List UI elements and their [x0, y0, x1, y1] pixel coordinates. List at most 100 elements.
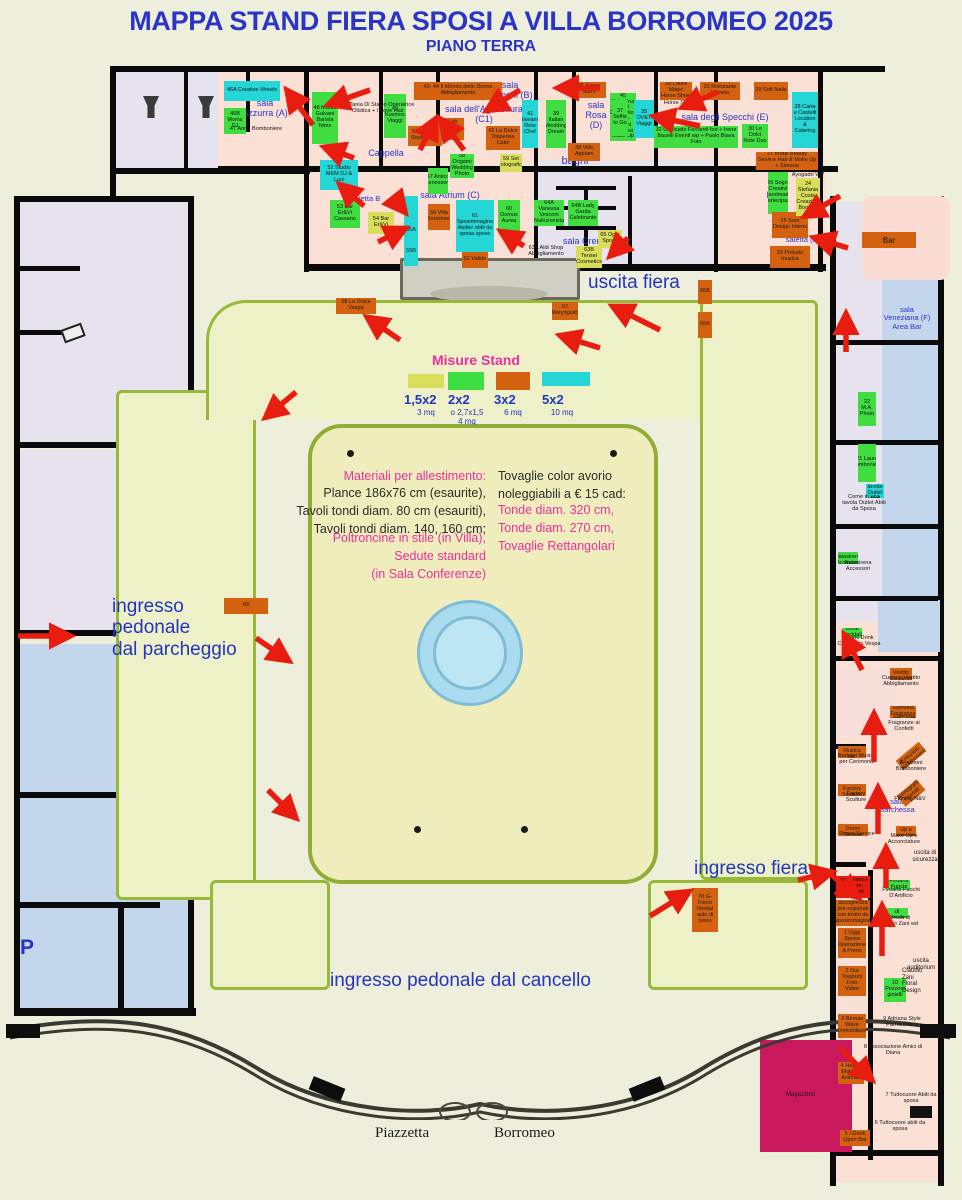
stand-16B-text: Factory Sculture: [845, 791, 867, 804]
stand-33[interactable]: 33 Laura Magic Horse Show: [660, 82, 692, 100]
stand-7: 7 Tuttocuore Abiti da sposa: [885, 1092, 937, 1105]
page-title: MAPPA STAND FIERA SPOSI A VILLA BORROMEO…: [129, 6, 833, 36]
stand-17[interactable]: 17 Roby Barbieri Musica per Cerimonie: [838, 746, 866, 758]
stand-46B[interactable]: 46B Moms DJ: [224, 108, 246, 134]
stand-36[interactable]: 36 Karen Nail's: [572, 82, 606, 98]
stand-3[interactable]: 3 Remax Wave Immobiliare: [838, 1014, 866, 1038]
stand-46A[interactable]: 46A Creative Woods: [224, 81, 280, 101]
stand-38[interactable]: 38 Villa Appiani: [568, 143, 600, 161]
wall-east-inner: [830, 196, 836, 1186]
swatch-label-3x2: 3x2: [494, 392, 516, 407]
stand-69[interactable]: 69: [224, 598, 268, 614]
stand-67[interactable]: 67 Marynguito: [552, 302, 578, 320]
stand-27[interactable]: 27 Bridal Beauty Service Hair & Make Up …: [756, 152, 818, 170]
stand-24[interactable]: 24 Stefania Costa Creazioni Bombo.: [796, 178, 820, 216]
stand-63B[interactable]: 63B Tensei Cosmetics: [576, 246, 602, 268]
stand-55B: 55B: [406, 248, 416, 254]
stand-55A[interactable]: 55A: [404, 196, 418, 266]
stand-2[interactable]: 2 Oui Toujours Foto Video: [838, 966, 866, 996]
swatch-3x2: [496, 372, 530, 390]
wall-vert-g: [714, 72, 718, 272]
room-label-sala-veneziana: sala Veneziana (F) Area Bar: [883, 305, 931, 331]
stand-37[interactable]: 37 Selfie to Go: [612, 100, 628, 136]
wall-east-d1: [836, 340, 938, 345]
stand-60[interactable]: 60 Domus Aurea: [498, 200, 520, 232]
room-label-cappella: Cappella: [368, 148, 404, 158]
stand-68[interactable]: 68 La Dolce Vespa: [336, 298, 376, 314]
lawn-west: [116, 390, 256, 900]
stand-48[interactable]: 48 Marco Galvani Barista Nims: [312, 92, 338, 144]
wall-top-north: [110, 66, 885, 72]
room-label-sala-azzurra: sala Azzurra (A): [242, 98, 288, 119]
stand-43-44[interactable]: 43- 44 Il Mondo delle Donne Abbigliament…: [414, 82, 502, 100]
wall-west-div3: [20, 266, 80, 271]
stand-1[interactable]: 1 Oggi Sposa Operazione A Premi: [838, 928, 866, 958]
stand-5[interactable]: 5 I-Drink Open Bar: [840, 1130, 870, 1146]
stand-44[interactable]: 44 Lab Travel Viaggi: [434, 118, 464, 140]
stand-20[interactable]: 20 Come in una tavola Outlet Abiti da Sp…: [866, 484, 884, 498]
stand-10[interactable]: 10 Pozzoni gioielli: [884, 978, 906, 1002]
wall-bagni-5: [628, 176, 632, 264]
stand-4[interactable]: 4 Happy Makako Animaz.: [838, 1062, 864, 1084]
wall-west-div8: [118, 902, 124, 1014]
stand-66A[interactable]: 66A: [698, 312, 712, 338]
stand-26[interactable]: 26 Sogni Creativi Handmade partecipaz.: [768, 172, 788, 214]
stand-59[interactable]: 59 Set Fotografico: [500, 154, 522, 172]
courtyard-marker-4: [521, 826, 528, 833]
stand-32[interactable]: 32 Consuelo Ferrandi fori + Irene Basell…: [654, 126, 738, 148]
stand-70[interactable]: 70 G-Force Rental auto di lusso: [692, 888, 718, 932]
stand-56[interactable]: 56 Villa Borromeo: [428, 204, 450, 230]
stand-16A[interactable]: 16A Falcon Drone Service: [838, 824, 868, 836]
stand-6-marker[interactable]: [910, 1106, 932, 1118]
stand-accoglienza-non-registrati[interactable]: accoglienza non pre- registrati: [836, 876, 870, 898]
stand-57[interactable]: 57 Antico Benessere: [428, 168, 448, 194]
stand-22[interactable]: 22 M.A. Photo: [858, 392, 876, 426]
stand-11[interactable]: 11 Sara Fiorista di Claudio Zani wd: [886, 908, 908, 918]
stand-41[interactable]: 41 Giovanni Rota Chef: [522, 100, 538, 148]
room-label-sala-rosa: sala Rosa (D): [585, 100, 607, 131]
stand-12[interactable]: 12 Piroarts Fuochi D'Artificio: [888, 880, 910, 890]
wall-east-d8: [868, 870, 873, 1160]
stand-6: 6 Tuttocuore abiti da sposa: [874, 1120, 926, 1133]
stand-19[interactable]: 19 Natasirena Accessori: [838, 552, 858, 564]
swatch-label-2x2: 2x2: [448, 392, 470, 407]
room-east-blue-1: [882, 280, 938, 620]
stand-21[interactable]: 21 Laura Bomboniere: [858, 444, 876, 482]
stand-54[interactable]: 54 Bar Er&Vi: [368, 212, 394, 234]
wall-west-south: [14, 1008, 196, 1016]
stand-28[interactable]: 28 Carta e Castelli Location & Catering: [792, 92, 818, 148]
stand-64A[interactable]: 64A Vanessa Vesconi Nutrizionista: [534, 200, 564, 226]
stand-49[interactable]: 49 Kosmos Viaggi: [384, 94, 406, 138]
stand-30[interactable]: 30 Le Dolci Note Duo: [742, 124, 768, 148]
wall-west-div2: [20, 630, 194, 636]
stand-61[interactable]: 61 Sposimmagine Atelier abiti da sposa s…: [456, 200, 494, 252]
swatch-label-1-5x2: 1,5x2: [404, 392, 437, 407]
stand-62[interactable]: 62 Valide: [462, 252, 488, 268]
stand-31[interactable]: 31 Ristorante Vigneto: [700, 82, 740, 100]
stand-53[interactable]: 53 Bar Er&Vi Cassano: [330, 200, 360, 228]
stand-42[interactable]: 42 La Dolce Dispensa Cake: [486, 126, 520, 150]
stand-58[interactable]: 58 Origami Wedding Photo: [450, 154, 474, 178]
stand-18B[interactable]: 18B Cuore e Vestito Abbigliamento: [890, 668, 912, 680]
stand-18B-text: Cuoro e Vestito Abbigliamento: [881, 675, 921, 688]
wall-east-outer: [938, 196, 944, 1186]
stand-16B[interactable]: 16B Factory Sculture: [838, 784, 866, 796]
swatch-sub-1-5x2: 3 mq: [417, 408, 435, 417]
ingresso-pedonale-cancello-label: ingresso pedonale dal cancello: [330, 970, 591, 991]
stand-35[interactable]: 35 OVET Viaggi: [634, 100, 654, 138]
stand-39[interactable]: 39 Italian Wedding Dream: [546, 100, 566, 148]
stand-accoglienza-preregistrati[interactable]: accoglienza pre-registrati con invito da…: [836, 900, 870, 926]
stand-18A[interactable]: 18A Sulmona Fragranze ai Confetti: [890, 706, 916, 718]
stand-52[interactable]: 52 Studio MEM DJ & Luci: [320, 160, 358, 190]
page-subtitle: PIANO TERRA: [425, 38, 537, 55]
stand-19-text: Natasirena Accessori: [844, 560, 872, 573]
courtyard-marker-2: [610, 450, 617, 457]
stand-13[interactable]: 13 Evi Make Up e Acconciature: [896, 826, 916, 836]
stand-23[interactable]: 23 Prelude musica: [770, 246, 810, 268]
stand-29[interactable]: 29 Soft Nails: [754, 82, 788, 100]
stand-65[interactable]: 65 Oggi Sposa: [598, 230, 622, 248]
stand-64B[interactable]: 64B Lady Garda Celebrante: [568, 200, 598, 226]
wall-east-d5: [836, 656, 938, 661]
room-label-sala-atrium: sala Atrium (C): [420, 190, 480, 200]
stand-66B[interactable]: 66B: [698, 280, 712, 304]
